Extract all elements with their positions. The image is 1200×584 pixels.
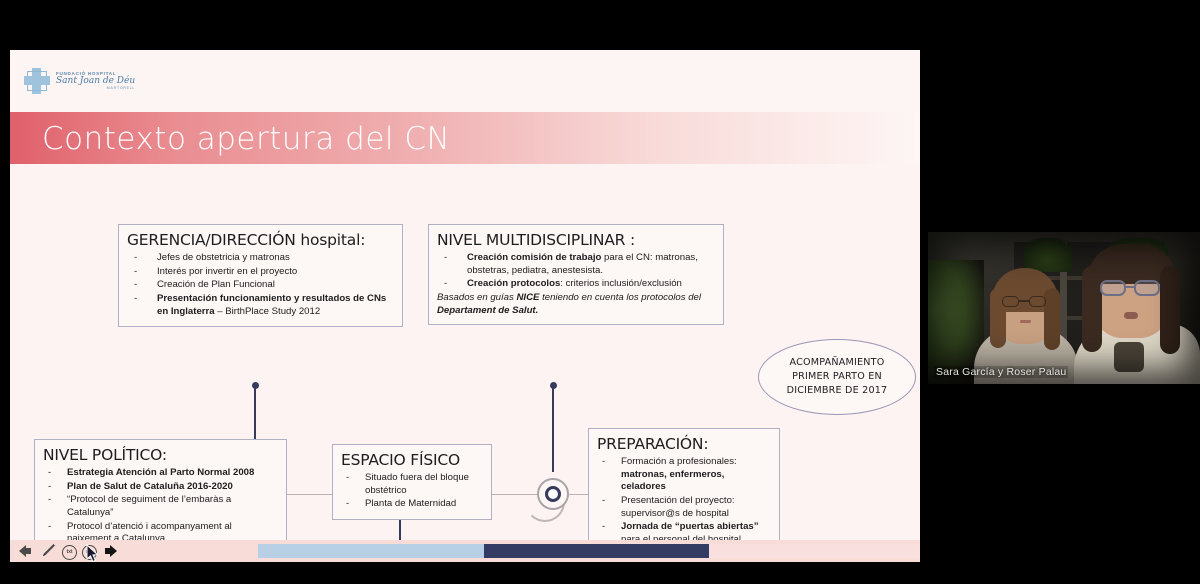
progress-segment-before[interactable] xyxy=(234,544,258,558)
mouse-cursor xyxy=(86,543,100,569)
list-item: -Formación a profesionales: matronas, en… xyxy=(602,456,737,493)
list-item: -Presentación del proyecto: supervisor@s… xyxy=(602,494,735,519)
box-espacio-fisico: ESPACIO FÍSICO -Situado fuera del bloque … xyxy=(332,444,492,520)
bullet-dash: - xyxy=(444,278,448,290)
bullet-dash: - xyxy=(346,498,350,510)
note-icon[interactable]: txt xyxy=(62,544,77,560)
slide-progress-bar[interactable] xyxy=(234,544,920,558)
box-list: -Formación a profesionales: matronas, en… xyxy=(597,456,771,540)
video-frame xyxy=(928,232,1200,384)
hospital-logo-name: Sant Joan de Déu xyxy=(56,75,136,86)
callout-line-3: DICIEMBRE DE 2017 xyxy=(786,384,888,396)
bullet-dash: - xyxy=(602,521,606,533)
webcam-video-panel[interactable]: Sara García y Roser Palau xyxy=(928,232,1200,384)
progress-segment-remaining[interactable] xyxy=(709,544,920,558)
toolbar-controls: txt rec xyxy=(10,540,234,562)
timeline-stem xyxy=(549,382,557,472)
timeline-stem xyxy=(251,382,259,472)
callout-line-2: PRIMER PARTO EN xyxy=(792,371,882,383)
box-list: -Estrategia Atención al Parto Normal 200… xyxy=(43,467,278,540)
list-item: -Protocol d’atenció i acompanyament al n… xyxy=(48,520,232,540)
bullet-dash: - xyxy=(48,480,52,492)
box-title: NIVEL POLÍTICO: xyxy=(43,446,167,464)
list-item: -Presentación funcionamiento y resultado… xyxy=(134,292,387,317)
progress-segment-viewed[interactable] xyxy=(258,544,484,558)
callout-ellipse: ACOMPAÑAMIENTO PRIMER PARTO EN DICIEMBRE… xyxy=(758,339,916,415)
bullet-dash: - xyxy=(134,279,138,291)
list-item: -“Protocol de seguiment de l’embaràs a C… xyxy=(48,494,232,518)
box-politico: NIVEL POLÍTICO: -Estrategia Atención al P… xyxy=(34,439,287,540)
slide-title-band: Contexto apertura del CN xyxy=(10,112,920,164)
list-item: -Interés por invertir en el proyecto xyxy=(134,265,298,277)
node-dot-icon xyxy=(545,486,561,502)
list-item: -Creación comisión de trabajo para el CN… xyxy=(444,252,698,276)
hospital-logo-top-text: FUNDACIÓ HOSPITAL xyxy=(56,70,117,76)
bullet-dash: - xyxy=(48,520,52,532)
hospital-logo: FUNDACIÓ HOSPITAL Sant Joan de Déu MARTO… xyxy=(22,60,136,102)
forward-arrow-icon[interactable] xyxy=(102,542,120,560)
page-title: Contexto apertura del CN xyxy=(42,121,451,157)
hospital-logo-city: MARTORELL xyxy=(106,86,136,91)
box-list: -Creación comisión de trabajo para el CN… xyxy=(437,252,715,291)
list-item: -Plan de Salut de Cataluña 2016-2020 xyxy=(48,480,233,492)
progress-segment-current[interactable] xyxy=(484,544,709,558)
back-arrow-icon[interactable] xyxy=(16,542,34,560)
bullet-dash: - xyxy=(346,472,350,483)
bullet-dash: - xyxy=(134,252,138,263)
box-multidisciplinar: NIVEL MULTIDISCIPLINAR : -Creación comisi… xyxy=(428,224,724,326)
bullet-dash: - xyxy=(602,494,606,506)
participant-name-label: Sara García y Roser Palau xyxy=(934,366,1069,378)
list-item: -Creación de Plan Funcional xyxy=(134,279,275,291)
box-title: NIVEL MULTIDISCIPLINAR : xyxy=(437,231,635,249)
box-title: GERENCIA/DIRECCIÓN hospital: xyxy=(127,231,366,249)
bullet-dash: - xyxy=(602,456,606,467)
presentation-toolbar[interactable]: txt rec xyxy=(10,540,920,562)
timeline-stem xyxy=(399,516,401,540)
bullet-dash: - xyxy=(48,467,52,478)
box-note: Basados en guías NICE teniendo en cuenta… xyxy=(437,291,702,316)
box-title: PREPARACIÓN: xyxy=(597,435,709,453)
list-item: -Situado fuera del bloque obstétrico xyxy=(346,472,470,496)
bullet-dash: - xyxy=(444,252,448,263)
bullet-dash: - xyxy=(48,494,52,506)
list-item: -Jefes de obstetricia y matronas xyxy=(134,252,290,263)
box-gerencia: GERENCIA/DIRECCIÓN hospital: -Jefes de ob… xyxy=(118,224,403,328)
box-list: -Jefes de obstetricia y matronas -Interés… xyxy=(127,252,394,318)
callout-line-1: ACOMPAÑAMIENTO xyxy=(789,357,885,369)
pen-icon[interactable] xyxy=(39,542,57,560)
box-list: -Situado fuera del bloque obstétrico -Pla… xyxy=(341,472,483,511)
slide-header: FUNDACIÓ HOSPITAL Sant Joan de Déu MARTO… xyxy=(10,50,920,145)
list-item: -Estrategia Atención al Parto Normal 200… xyxy=(48,467,255,478)
list-item: -Planta de Maternidad xyxy=(346,498,457,510)
list-item: -Jornada de “puertas abiertas” para el p… xyxy=(602,521,759,540)
list-item: -Creación protocolos: criterios inclusió… xyxy=(444,278,682,290)
blue-cross-icon xyxy=(22,66,52,96)
bullet-dash: - xyxy=(134,265,138,277)
slide-body: GERENCIA/DIRECCIÓN hospital: -Jefes de ob… xyxy=(10,164,920,540)
bullet-dash: - xyxy=(134,292,138,304)
timeline-node[interactable] xyxy=(525,472,575,522)
node-ring-icon xyxy=(537,478,569,510)
box-preparacion: PREPARACIÓN: -Formación a profesionales: … xyxy=(588,428,780,540)
note-icon-label: txt xyxy=(66,549,73,555)
box-title: ESPACIO FÍSICO xyxy=(341,451,460,469)
presentation-slide: FUNDACIÓ HOSPITAL Sant Joan de Déu MARTO… xyxy=(10,50,920,540)
